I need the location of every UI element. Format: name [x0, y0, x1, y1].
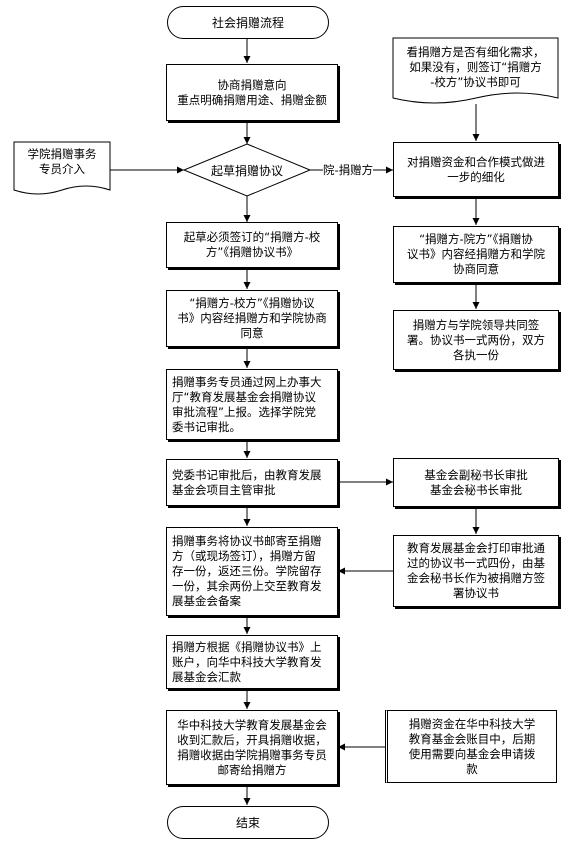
- funds-note-step: 捐赠资金在华中科技大学 教育基金会账目中，后期 使用需要向基金会申请拨 款: [385, 710, 557, 783]
- side-document-label: 学院捐赠事务 专员介入: [27, 147, 97, 176]
- decision-diamond: [182, 143, 312, 197]
- start-terminal: 社会捐赠流程: [167, 6, 329, 39]
- submit-step: 捐赠事务专员通过网上办事大 厅“教育发展基金会捐赠协议 审批流程”上报。选择学院…: [166, 369, 338, 440]
- mail-step: 捐赠事务将协议书邮寄至捐赠 方（或现场签订），捐赠方留 存一份，返还三份。学院留…: [166, 527, 338, 616]
- tripartite-step: “捐赠方-院方”《捐赠协 议书》内容经捐赠方和学院 协商同意: [393, 226, 559, 283]
- decision-label: 起草捐赠协议: [210, 163, 283, 178]
- note-document-shape: [392, 37, 559, 104]
- refine-step: 对捐赠资金和合作模式做进 一步的细化: [393, 142, 559, 197]
- foundation-approval-step: 基金会副秘书长审批 基金会秘书长审批: [393, 458, 559, 507]
- sign-step: 捐赠方与学院领导共同签 署。协议书一式两份，双方 各执一份: [393, 310, 559, 370]
- end-terminal: 结束: [167, 806, 329, 839]
- note-document-label: 看捐赠方是否有细化需求， 如果没有，则签订“捐赠方 -校方”协议书即可: [406, 44, 545, 89]
- receipt-step: 华中科技大学教育发展基金会 收到汇款后，开具捐赠收据， 捐赠收据由学院捐赠事务专…: [166, 710, 338, 785]
- negotiate-step: 协商捐赠意向 重点明确捐赠用途、捐赠金额: [166, 64, 338, 121]
- side-document-shape: [13, 141, 111, 195]
- remit-step: 捐赠方根据《捐赠协议书》上 账户，向华中科技大学教育发 展基金会汇款: [166, 635, 338, 689]
- draft-step: 起草必须签订的“捐赠方-校 方”《捐赠协议书》: [166, 222, 338, 268]
- review-step: “捐赠方-校方”《捐赠协议 书》内容经捐赠方和学院协商 同意: [166, 290, 338, 347]
- decision-edge-label: 院-捐赠方: [323, 162, 374, 178]
- party-approval-step: 党委书记审批后，由教育发展 基金会项目主管审批: [166, 459, 338, 506]
- print-step: 教育发展基金会打印审批通 过的协议书一式四份，由基 金会秘书长作为被捐赠方签 署…: [393, 535, 559, 607]
